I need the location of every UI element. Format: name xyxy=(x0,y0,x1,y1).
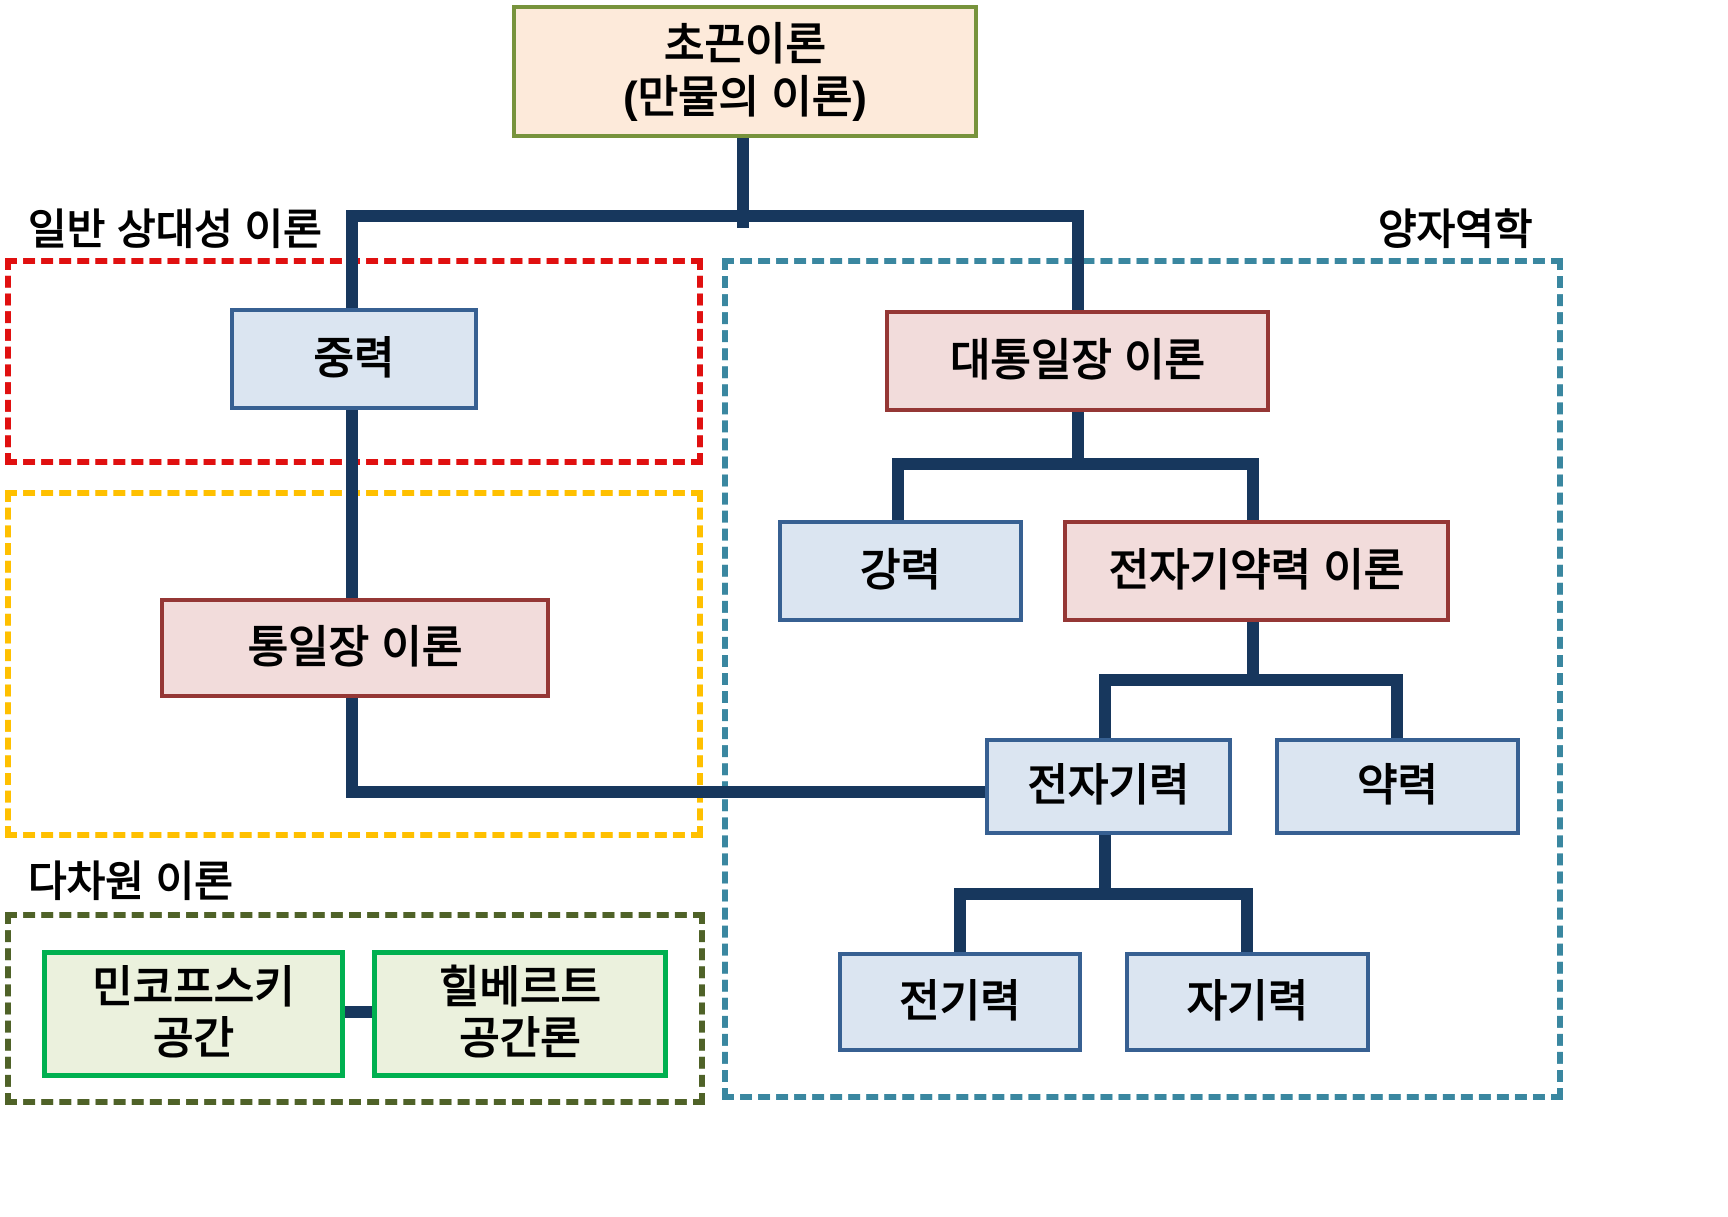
connector-electroweak-drop xyxy=(1247,458,1259,522)
node-electromagnetic-force: 전자기력 xyxy=(985,738,1232,835)
node-hilbert-space-theory: 힐베르트 공간론 xyxy=(372,950,668,1078)
node-superstring-theory: 초끈이론 (만물의 이론) xyxy=(512,5,978,138)
node-gravity: 중력 xyxy=(230,308,478,410)
connector-electric-drop xyxy=(954,888,966,954)
connector-electromagnetic-horizontal xyxy=(954,888,1253,900)
node-unified-field-theory: 통일장 이론 xyxy=(160,598,550,698)
node-strong-force: 강력 xyxy=(778,520,1023,622)
node-electric-force: 전기력 xyxy=(838,952,1082,1052)
connector-minkowski-hilbert xyxy=(340,1006,378,1018)
region-multidimensional xyxy=(5,912,705,1105)
region-quantum-mechanics xyxy=(722,258,1563,1100)
label-multidimensional: 다차원 이론 xyxy=(28,858,233,905)
node-magnetic-force: 자기력 xyxy=(1125,952,1370,1052)
connector-electroweak-horizontal xyxy=(1099,674,1403,686)
connector-electromagnetic-down xyxy=(1099,835,1111,900)
connector-top-horizontal xyxy=(346,210,1084,222)
connector-gut-horizontal xyxy=(892,458,1259,470)
node-electroweak-theory: 전자기약력 이론 xyxy=(1063,520,1450,622)
connector-gravity-to-electromagnetic xyxy=(346,786,994,798)
node-minkowski-line1: 민코프스키 xyxy=(92,963,295,1013)
connector-strong-drop xyxy=(892,458,904,522)
node-grand-unified-theory: 대통일장 이론 xyxy=(885,310,1270,412)
connector-weak-drop xyxy=(1391,674,1403,740)
label-general-relativity: 일반 상대성 이론 xyxy=(28,206,322,253)
node-weak-force: 약력 xyxy=(1275,738,1520,835)
node-hilbert-line2: 공간론 xyxy=(459,1014,581,1063)
node-superstring-line1: 초끈이론 xyxy=(664,19,826,69)
connector-electroweak-down xyxy=(1247,622,1259,686)
node-minkowski-space: 민코프스키 공간 xyxy=(42,950,345,1078)
connector-top-vertical xyxy=(737,138,749,228)
node-superstring-line2: (만물의 이론) xyxy=(623,72,867,122)
label-quantum-mechanics: 양자역학 xyxy=(1378,206,1533,253)
node-minkowski-line2: 공간 xyxy=(153,1014,234,1063)
connector-magnetic-drop xyxy=(1241,888,1253,954)
connector-gut-down xyxy=(1072,412,1084,470)
connector-electromagnetic-drop xyxy=(1099,674,1111,740)
connector-gravity-drop xyxy=(346,210,358,310)
connector-gut-drop xyxy=(1072,210,1084,312)
node-hilbert-line1: 힐베르트 xyxy=(439,963,601,1013)
